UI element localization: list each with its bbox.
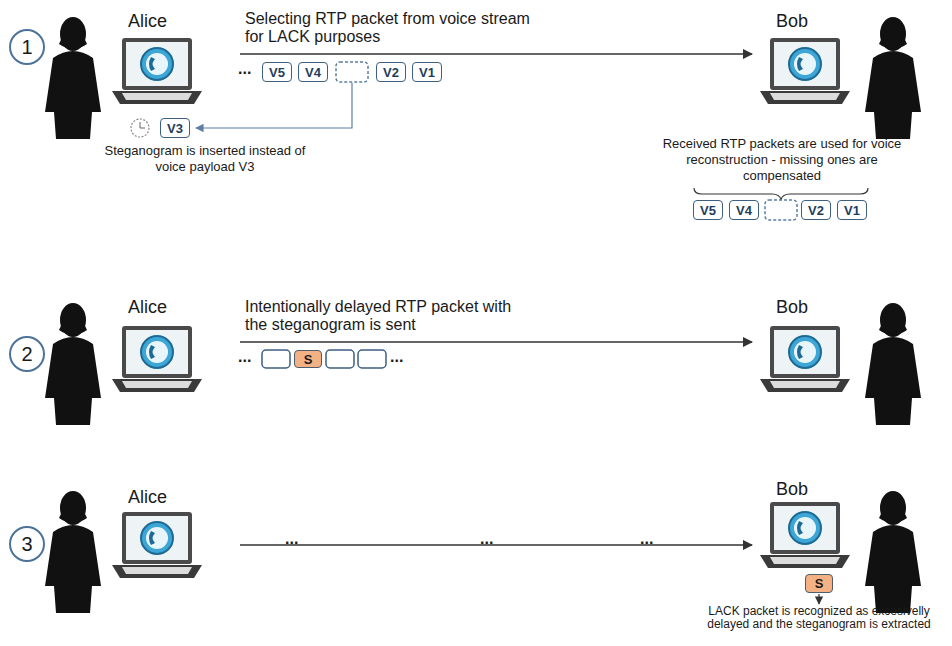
label-text: Selecting RTP packet from voice stream f… [245, 10, 530, 45]
person-name: Bob [776, 296, 836, 318]
alice-laptop [112, 38, 202, 104]
annotation: Steganogram is inserted instead of voice… [100, 143, 310, 175]
voice-packet: V5 [262, 62, 292, 82]
label-text: ... [238, 60, 251, 77]
ellipsis: ... [238, 348, 262, 366]
stream-arrow [240, 341, 752, 343]
bob-laptop [760, 502, 850, 568]
alice-silhouette [45, 303, 101, 425]
voice-packet: V2 [801, 200, 831, 220]
voice-packet [326, 350, 354, 368]
voice-packet: V5 [693, 200, 723, 220]
node-text: S [815, 576, 824, 591]
bob-silhouette [865, 491, 921, 613]
brace [694, 188, 868, 200]
extract-arrow [818, 594, 819, 604]
steganogram-packet: S [294, 350, 322, 368]
label-text: Bob [776, 479, 808, 499]
alice-laptop [112, 512, 202, 578]
label-text: ... [640, 530, 653, 547]
step-number-circle: 2 [9, 336, 45, 372]
node-text: V4 [736, 203, 752, 218]
node-text: V2 [808, 203, 824, 218]
person-name: Bob [776, 10, 836, 32]
label-text: Bob [776, 11, 808, 31]
label-text: Alice [128, 297, 167, 317]
clock-icon [131, 119, 149, 137]
missing-packet [765, 200, 797, 220]
alice-laptop [112, 326, 202, 392]
label-text: Intentionally delayed RTP packet with th… [245, 298, 511, 333]
person-name: Bob [776, 478, 836, 500]
alice-silhouette [45, 17, 101, 139]
label-text: ... [285, 530, 298, 547]
node-text: V1 [419, 65, 435, 80]
bob-silhouette [865, 303, 921, 425]
person-name: Alice [128, 296, 188, 318]
ellipsis: ... [640, 530, 664, 548]
missing-packet [336, 62, 368, 82]
ellipsis: ... [390, 348, 414, 366]
person-name: Alice [128, 10, 188, 32]
voice-packet: V3 [160, 118, 190, 138]
voice-packet: V1 [412, 62, 442, 82]
label-text: Steganogram is inserted instead of voice… [105, 143, 306, 174]
node-text: 1 [21, 36, 32, 59]
node-text: V2 [383, 65, 399, 80]
ellipsis: ... [238, 60, 262, 78]
stream-arrow [240, 544, 752, 546]
ellipsis: ... [480, 530, 504, 548]
voice-packet: V4 [729, 200, 759, 220]
node-text: V1 [844, 203, 860, 218]
ellipsis: ... [285, 530, 309, 548]
label-text: Bob [776, 297, 808, 317]
voice-packet [262, 350, 290, 368]
node-text: V5 [700, 203, 716, 218]
step-description: Selecting RTP packet from voice stream f… [245, 10, 535, 46]
bob-laptop [760, 38, 850, 104]
node-text: 3 [21, 533, 32, 556]
annotation: LACK packet is recognized as excesivelly… [694, 605, 944, 631]
label-text: Alice [128, 11, 167, 31]
node-text: S [304, 352, 313, 367]
person-name: Alice [128, 486, 188, 508]
node-text: V4 [305, 65, 321, 80]
steganogram-packet: S [805, 574, 833, 593]
step-number-circle: 3 [9, 526, 45, 562]
node-text: 2 [21, 343, 32, 366]
voice-packet: V2 [376, 62, 406, 82]
bob-silhouette [865, 17, 921, 139]
step-number-circle: 1 [9, 29, 45, 65]
label-text: LACK packet is recognized as excesivelly… [707, 604, 930, 631]
alice-silhouette [45, 491, 101, 613]
label-text: Received RTP packets are used for voice … [663, 136, 902, 183]
node-text: V3 [167, 121, 183, 136]
voice-packet: V1 [837, 200, 867, 220]
voice-packet: V4 [298, 62, 328, 82]
stream-arrow [240, 53, 752, 55]
step-description: Intentionally delayed RTP packet with th… [245, 298, 535, 334]
selection-arrow [196, 83, 352, 128]
node-text: V5 [269, 65, 285, 80]
voice-packet [358, 350, 386, 368]
bob-laptop [760, 326, 850, 392]
annotation: Received RTP packets are used for voice … [662, 136, 902, 184]
label-text: ... [480, 530, 493, 547]
label-text: ... [390, 348, 403, 365]
label-text: ... [238, 348, 251, 365]
label-text: Alice [128, 487, 167, 507]
